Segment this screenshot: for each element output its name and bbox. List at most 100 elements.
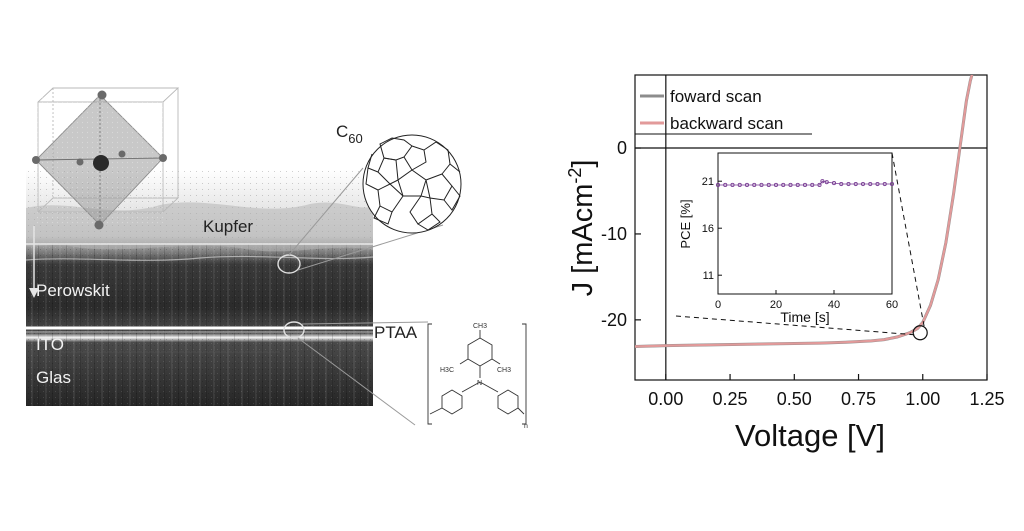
inset-y-axis-title: PCE [%] [678,199,693,248]
inset-data-point [744,182,750,188]
label-ito: ITO [36,335,64,354]
label-glas: Glas [36,368,71,387]
jv-y-tick-label: -10 [601,224,627,244]
c60-hex-2 [425,173,453,201]
inset-x-tick-label: 20 [770,299,782,311]
inset-x-tick-label: 0 [715,299,721,311]
legend-label-forward: foward scan [670,87,762,106]
label-c60: C60 [336,122,363,146]
c60-hex-1 [403,145,427,171]
sem-panel: Kupfer Perowskit ITO Glas [25,87,528,430]
jv-x-tick-label: 0.50 [777,389,812,409]
atom-back [118,150,126,158]
c60-edge-2 [423,141,451,175]
jv-y-axis-title: J [mAcm-2] [565,160,599,297]
inset-data-point [715,182,721,188]
ptaa-ch3-right-bond [491,358,501,365]
c60-molecule [362,134,462,234]
inset-data-point [737,182,742,188]
jv-x-tick-label: 1.00 [905,389,940,409]
inset-x-tick-label: 60 [886,299,898,311]
inset-data-point [773,182,779,188]
inset-data-point [882,181,887,187]
atom-bottom [94,220,104,230]
c60-interface [25,255,374,261]
ptaa-phenyl-right [497,389,519,415]
ptaa-ch3-left-bond [459,358,469,365]
inset-y-tick-label: 16 [702,223,714,235]
ptaa-n-left-bond [461,381,481,393]
ptaa-zoom-circle [283,321,305,339]
c60-outline [362,134,462,234]
c60-subscript: 60 [348,131,362,146]
ptaa-zoom-line-upper [301,321,429,325]
ptaa-nitrogen: N [477,380,482,387]
inset-data-point [860,181,866,187]
ptaa-phenyl-left [441,389,463,415]
c60-base: C [336,122,348,141]
jv-x-tick-label: 0.25 [713,389,748,409]
c60-hex-4 [377,183,404,213]
jv-x-tick-label: 0.00 [648,389,683,409]
jv-y-axis-title-close: ] [567,160,599,168]
ptaa-ch3-right: CH3 [497,367,511,374]
c60-edge-8 [367,153,373,169]
c60-hex-5 [377,157,399,185]
c60-edge-6 [365,167,379,191]
jv-legend: foward scan backward scan [635,87,812,135]
jv-y-axis-title-base: J [mAcm [567,184,599,297]
inset-data-point [802,182,808,188]
c60-edge-5 [373,205,393,225]
jv-plot-frame [634,74,988,381]
label-ptaa: PTAA [374,323,418,342]
ptaa-ch3-top: CH3 [473,323,487,330]
inset-data-point [781,182,786,188]
atom-right [159,154,167,162]
atom-left [32,156,40,164]
inset-data-point [817,182,822,188]
legend-label-backward: backward scan [670,114,783,133]
inset-data-point [759,182,764,188]
ptaa-molecule [427,323,527,425]
ptaa-ch3-left: H3C [440,367,454,374]
c60-edge-1 [379,137,413,161]
inset-data-point [820,179,825,184]
ptaa-bracket-left [427,323,432,425]
jv-x-tick-label: 0.75 [841,389,876,409]
inset-x-axis-title: Time [s] [780,309,829,325]
inset-series-markers [715,179,895,188]
jv-y-tick-label: -20 [601,310,627,330]
inset-data-point [853,181,858,187]
inset-data-point [889,181,895,187]
ptaa-zoom-line-lower [297,337,416,426]
jv-zoom-line-upper [891,152,925,327]
atom-top [97,90,107,100]
inset-data-point [730,182,735,188]
inset-data-point [723,182,728,188]
inset-data-point [846,181,851,187]
inset-x-tick-label: 40 [828,299,840,311]
inset-data-point [831,181,837,186]
inset-data-point [752,182,757,188]
crystal-arrow-head [29,288,39,298]
inset-data-point [824,180,829,185]
ptaa-mesityl-ring [467,337,493,367]
inset-frame [717,152,893,295]
inset-data-point [875,181,880,187]
perovskite-crystal [35,87,180,226]
crystal-atoms [32,90,167,230]
ptaa-subscript-n: n [524,423,528,430]
label-perowskit: Perowskit [36,281,110,300]
inset-data-point [795,182,800,188]
ptaa-bracket-right [522,323,527,425]
c60-hex-3 [409,195,433,225]
atom-front [76,158,84,166]
inset-data-point [766,182,771,188]
c60-center-pentagon [397,169,427,197]
jv-zoom-circle [912,325,928,341]
